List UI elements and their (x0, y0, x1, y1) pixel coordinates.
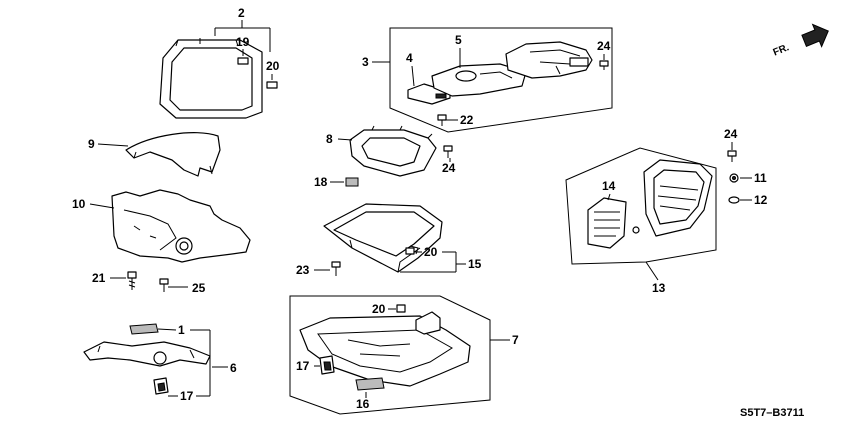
screw-23 (331, 261, 341, 276)
callout-15: 15 (468, 257, 482, 271)
callout-13: 13 (652, 281, 666, 295)
callout-4: 4 (406, 51, 413, 65)
direction-label: FR. (772, 42, 791, 58)
screw-22 (437, 114, 447, 126)
screw-24-top (599, 60, 609, 70)
callout-24-top: 24 (597, 39, 611, 53)
screw-24-mid (443, 145, 453, 158)
panel-5-part (431, 63, 527, 97)
callout-1: 1 (178, 323, 185, 337)
callout-16: 16 (356, 397, 370, 411)
callout-19: 19 (236, 35, 250, 49)
callout-21: 21 (92, 271, 106, 285)
clip-20-lower (396, 304, 406, 313)
clip-20-glove (405, 247, 415, 255)
callout-20-lower: 20 (372, 302, 386, 316)
callout-12: 12 (754, 193, 768, 207)
panel-upper-part (505, 41, 593, 79)
callout-17-lower: 17 (296, 359, 310, 373)
front-direction-arrow-icon (801, 23, 829, 48)
callout-20-meter: 20 (266, 59, 280, 73)
pad-16 (355, 377, 385, 391)
diagram-code: S5T7–B3711 (740, 407, 804, 419)
callout-10: 10 (72, 197, 86, 211)
callout-18: 18 (314, 175, 328, 189)
screw-21 (127, 271, 137, 290)
group-box-3 (389, 27, 613, 133)
lower-panel-part (299, 311, 471, 387)
bracket-part (83, 341, 211, 367)
group-box-13 (565, 147, 717, 265)
pocket-8-part (349, 125, 437, 177)
group-box-7 (289, 295, 491, 415)
vent-housing-part (632, 159, 713, 237)
glove-box-part (323, 203, 443, 273)
callout-20-glove: 20 (424, 245, 438, 259)
callout-6: 6 (230, 361, 237, 375)
screw-25 (159, 278, 169, 292)
clip-11 (729, 173, 739, 183)
callout-22: 22 (460, 113, 474, 127)
clip-18 (345, 177, 359, 187)
callout-17-left: 17 (180, 389, 194, 403)
column-cover-lower-part (111, 189, 251, 263)
callout-23: 23 (296, 263, 310, 277)
meter-visor-part (159, 38, 263, 119)
callout-24-mid: 24 (442, 161, 456, 175)
callout-24-right: 24 (724, 127, 738, 141)
ring-12 (728, 196, 740, 204)
callout-25: 25 (192, 281, 206, 295)
callout-3: 3 (362, 55, 369, 69)
callout-8: 8 (326, 132, 333, 146)
vent-grille-14-part (587, 197, 627, 249)
callout-9: 9 (88, 137, 95, 151)
clip-19 (237, 57, 249, 65)
screw-24-right (727, 150, 737, 162)
callout-2: 2 (238, 6, 245, 20)
callout-11: 11 (754, 171, 767, 185)
callout-7: 7 (512, 333, 519, 347)
pad-1 (129, 323, 159, 335)
clip-17-left (153, 377, 169, 395)
clip-20-meter (266, 81, 278, 89)
callout-5: 5 (455, 33, 462, 47)
column-cover-upper-part (125, 132, 221, 177)
clip-17-lower (319, 355, 335, 375)
callout-14: 14 (602, 179, 616, 193)
